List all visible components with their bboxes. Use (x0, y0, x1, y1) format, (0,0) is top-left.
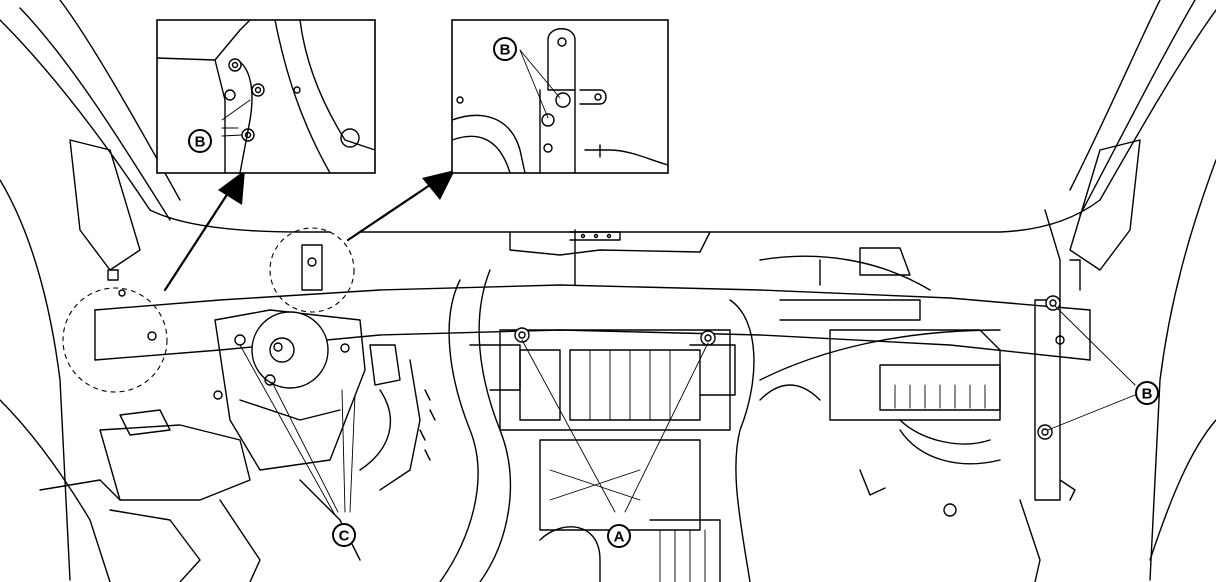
arrow-to-inset-right (346, 170, 455, 242)
hvac-unit (439, 229, 755, 582)
callout-a: A (607, 524, 631, 548)
detail-circle-center (269, 227, 355, 313)
callout-b-label: B (195, 134, 206, 151)
callout-c: C (332, 523, 356, 547)
arrow-to-inset-left (163, 170, 245, 292)
cross-member-beam (94, 284, 1091, 361)
leader-lines (239, 305, 1136, 516)
callout-c-label: C (339, 528, 350, 545)
callout-b-inset-right: B (493, 37, 517, 61)
callout-b-inset-left: B (188, 129, 212, 153)
steering-column-assembly (39, 309, 436, 582)
inset-left (156, 19, 376, 174)
detail-circle-left (62, 269, 168, 393)
callout-a-label: A (614, 529, 625, 546)
inset-right (451, 19, 669, 174)
callout-b-label: B (500, 42, 511, 59)
callout-b-right: B (1135, 381, 1159, 405)
right-wiring-harness (759, 247, 1081, 582)
callout-b-label: B (1142, 386, 1153, 403)
